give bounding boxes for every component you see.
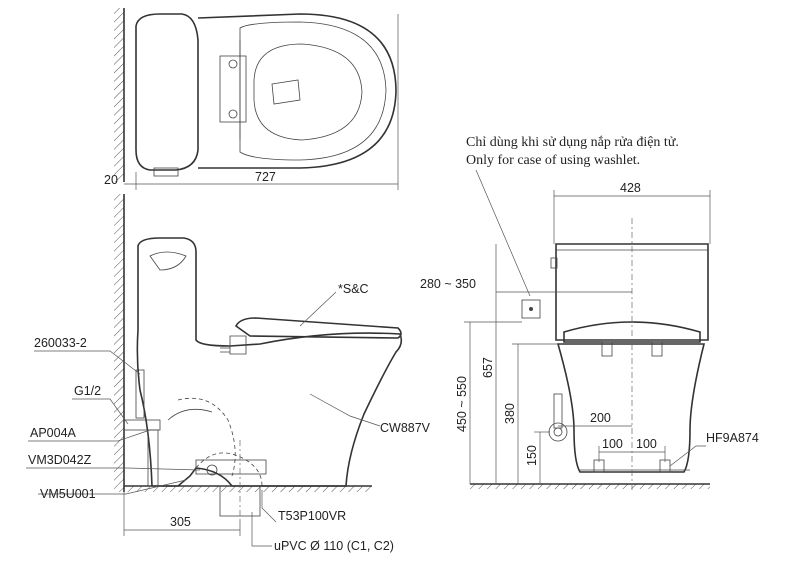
electric-outlet bbox=[521, 299, 541, 319]
label-260033-2: 260033-2 bbox=[34, 336, 87, 350]
floor-hatch-front bbox=[470, 484, 710, 489]
label-cw887v: CW887V bbox=[380, 421, 431, 435]
floor-hatch-side bbox=[124, 486, 372, 492]
supply-hose bbox=[135, 369, 145, 419]
label-g12: G1/2 bbox=[74, 384, 101, 398]
supply-hose-front bbox=[553, 393, 563, 429]
trapway bbox=[177, 397, 236, 477]
seat-front bbox=[563, 321, 701, 343]
note-leader bbox=[475, 169, 531, 297]
note-english: Only for case of using washlet. bbox=[466, 153, 640, 168]
washlet-seat-side bbox=[234, 317, 402, 339]
dim-100-left: 100 bbox=[602, 437, 623, 451]
flange-bolt bbox=[206, 464, 218, 476]
hinge-bolt-2 bbox=[228, 109, 238, 119]
seat-bolt-right bbox=[651, 341, 663, 357]
label-upvc-pipe: uPVC Ø 110 (C1, C2) bbox=[274, 539, 394, 553]
dim-280-350: 280 ~ 350 bbox=[420, 277, 476, 291]
top-view: 20 727 bbox=[104, 8, 399, 190]
tank-front bbox=[555, 243, 709, 341]
pedestal-front bbox=[556, 343, 706, 473]
label-seat: *S&C bbox=[338, 282, 369, 296]
seat-top-outline bbox=[239, 21, 387, 161]
side-view: 305 *S&C 260033-2 G1/2 AP004A VM3D042Z V… bbox=[26, 194, 431, 553]
tank-top-outline bbox=[135, 13, 199, 171]
wall-hatch-top bbox=[114, 8, 124, 182]
dim-100-right: 100 bbox=[636, 437, 657, 451]
floor-flange bbox=[195, 459, 267, 475]
front-view: Chỉ dùng khi sử dụng nắp rửa điện tử. On… bbox=[420, 135, 759, 492]
dim-657: 657 bbox=[481, 357, 495, 378]
dim-428: 428 bbox=[620, 181, 641, 195]
label-vm5u001: VM5U001 bbox=[40, 487, 96, 501]
label-t53p100vr: T53P100VR bbox=[278, 509, 346, 523]
dim-20: 20 bbox=[104, 173, 118, 187]
bowl-opening-top bbox=[253, 43, 363, 141]
dim-450-550: 450 ~ 550 bbox=[455, 376, 469, 432]
label-hf9a874: HF9A874 bbox=[706, 431, 759, 445]
bowl-top-outline bbox=[197, 13, 397, 169]
dim-305: 305 bbox=[170, 515, 191, 529]
toilet-body-side bbox=[136, 237, 403, 487]
outlet-icon bbox=[529, 307, 533, 311]
hinge-bolt-1 bbox=[228, 59, 238, 69]
dim-150: 150 bbox=[525, 445, 539, 466]
stop-valve bbox=[123, 419, 161, 431]
hinge-plate-top bbox=[219, 55, 247, 123]
note-vietnamese: Chỉ dùng khi sử dụng nắp rửa điện tử. bbox=[466, 135, 679, 150]
dim-200: 200 bbox=[590, 411, 611, 425]
dim-380: 380 bbox=[503, 403, 517, 424]
drain-top bbox=[271, 79, 301, 105]
tank-lever bbox=[550, 257, 558, 269]
wall-hatch-side bbox=[114, 194, 124, 492]
supply-riser bbox=[147, 429, 159, 487]
flush-button bbox=[149, 251, 187, 271]
dim-727: 727 bbox=[255, 170, 276, 184]
seat-bolt-left bbox=[601, 341, 613, 357]
valve-top bbox=[153, 167, 179, 177]
outlet-bend bbox=[195, 452, 263, 487]
label-vm3d042z: VM3D042Z bbox=[28, 453, 92, 467]
label-ap004a: AP004A bbox=[30, 426, 77, 440]
